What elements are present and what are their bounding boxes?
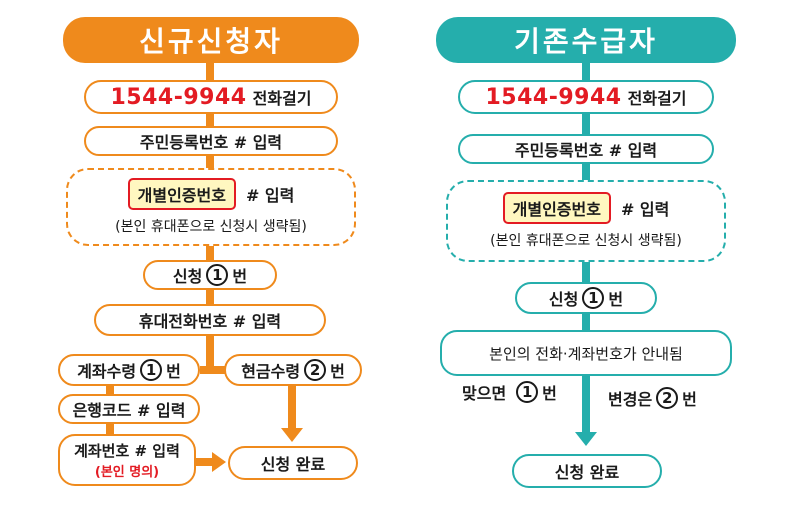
num-2-circle: 2: [656, 387, 679, 409]
cert-row: 개별인증번호 # 입력: [127, 178, 295, 210]
arrow-head: [575, 432, 597, 446]
account-prefix: 계좌수령: [77, 362, 137, 381]
num-1-circle: 1: [140, 359, 163, 381]
apply-prefix: 신청: [172, 267, 203, 286]
cert-input: # 입력: [245, 186, 295, 205]
num-1-circle: 1: [516, 381, 539, 403]
phone-action: 전화걸기: [252, 89, 312, 108]
correct-suffix: 번: [542, 384, 557, 403]
account-number-step: 계좌번호 # 입력 (본인 명의): [58, 434, 196, 486]
apply-suffix: 번: [232, 267, 248, 286]
new-applicant-header: 신규신청자: [63, 17, 359, 63]
left-done-step: 신청 완료: [228, 446, 358, 480]
phone-number: 1544-9944: [485, 84, 622, 110]
guide-step: 본인의 전화·계좌번호가 안내됨: [440, 330, 732, 376]
phone-number: 1544-9944: [110, 84, 247, 110]
left-cert-step: 개별인증번호 # 입력 (본인 휴대폰으로 신청시 생략됨): [66, 168, 356, 246]
arrow-head: [281, 428, 303, 442]
cash-receipt-step: 현금수령 2 번: [224, 354, 362, 386]
arrow-head: [212, 452, 226, 472]
correct-prefix: 맞으면: [462, 384, 507, 403]
cert-note: (본인 휴대폰으로 신청시 생략됨): [115, 219, 307, 235]
cert-input: # 입력: [620, 200, 670, 219]
cert-label: 개별인증번호: [502, 192, 611, 224]
change-option: 변경은 2 번: [608, 386, 697, 410]
right-done-step: 신청 완료: [512, 454, 662, 488]
right-resident-number-step: 주민등록번호 # 입력: [458, 134, 714, 164]
existing-recipient-header: 기존수급자: [436, 17, 736, 63]
right-cert-step: 개별인증번호 # 입력 (본인 휴대폰으로 신청시 생략됨): [446, 180, 726, 262]
cert-label: 개별인증번호: [127, 178, 236, 210]
cert-row: 개별인증번호 # 입력: [502, 192, 670, 224]
cash-suffix: 번: [330, 362, 345, 381]
change-suffix: 번: [682, 390, 697, 409]
left-apply-step: 신청 1 번: [143, 260, 277, 290]
change-prefix: 변경은: [608, 390, 653, 409]
apply-prefix: 신청: [548, 290, 579, 309]
num-1-circle: 1: [582, 287, 605, 309]
left-connectors: [106, 60, 296, 466]
cash-prefix: 현금수령: [241, 362, 301, 381]
bank-code-step: 은행코드 # 입력: [58, 394, 200, 424]
right-phone-step: 1544-9944 전화걸기: [458, 80, 714, 114]
left-resident-number-step: 주민등록번호 # 입력: [84, 126, 338, 156]
account-number-label: 계좌번호 # 입력: [74, 442, 180, 460]
apply-suffix: 번: [608, 290, 624, 309]
phone-action: 전화걸기: [627, 89, 687, 108]
account-receipt-step: 계좌수령 1 번: [58, 354, 200, 386]
num-2-circle: 2: [304, 359, 327, 381]
account-owner-note: (본인 명의): [94, 465, 160, 480]
confirm-option: 맞으면 1 번: [462, 380, 557, 404]
left-mobile-number-step: 휴대전화번호 # 입력: [94, 304, 326, 336]
account-suffix: 번: [166, 362, 181, 381]
left-phone-step: 1544-9944 전화걸기: [84, 80, 338, 114]
cert-note: (본인 휴대폰으로 신청시 생략됨): [490, 233, 682, 249]
num-1-circle: 1: [206, 264, 229, 286]
right-apply-step: 신청 1 번: [515, 282, 657, 314]
